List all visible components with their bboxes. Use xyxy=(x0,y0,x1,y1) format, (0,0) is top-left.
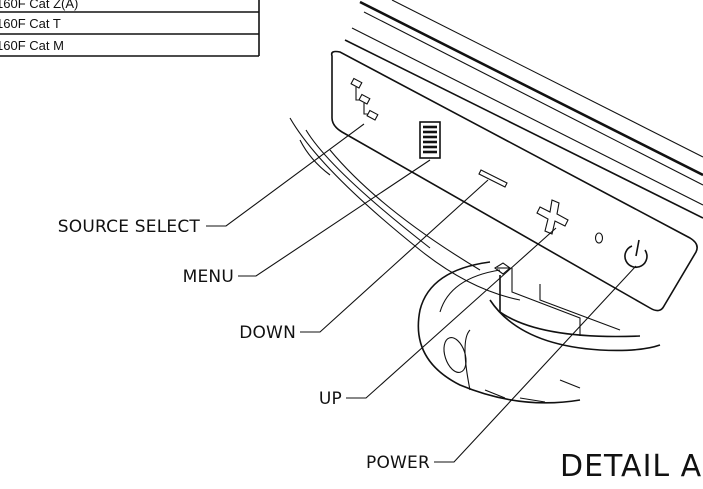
indicator-led xyxy=(594,232,604,244)
leader-lines xyxy=(206,123,637,463)
leader-menu xyxy=(238,159,431,277)
monitor-bezel-edges xyxy=(344,0,703,219)
button-panel xyxy=(330,50,698,312)
leader-up xyxy=(346,227,557,399)
minus-icon xyxy=(478,169,508,188)
menu-icon xyxy=(419,121,441,159)
detail-title: DETAIL A xyxy=(560,449,702,484)
leader-down xyxy=(300,179,489,333)
monitor-stand xyxy=(289,117,661,404)
table-row-3-label: 160F Cat M xyxy=(0,38,64,53)
plus-icon xyxy=(536,199,569,235)
stand-knob xyxy=(443,337,467,373)
label-up: UP xyxy=(319,389,342,409)
leader-power xyxy=(434,265,637,463)
spec-table: 160F Cat Z(A) 160F Cat T 160F Cat M xyxy=(0,0,260,57)
label-menu: MENU xyxy=(183,267,234,287)
leader-source-select xyxy=(206,123,365,227)
table-row-2-label: 160F Cat T xyxy=(0,16,61,31)
power-icon xyxy=(624,239,648,269)
table-row-1-label: 160F Cat Z(A) xyxy=(0,0,78,11)
label-down: DOWN xyxy=(239,323,296,343)
label-power: POWER xyxy=(366,453,430,473)
source-select-icon xyxy=(350,77,379,121)
label-source-select: SOURCE SELECT xyxy=(58,217,201,237)
